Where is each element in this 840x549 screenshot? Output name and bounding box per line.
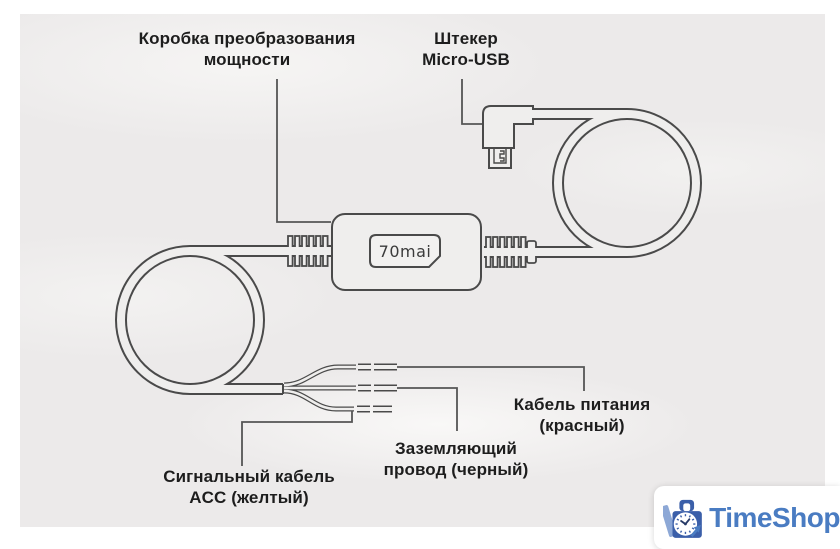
leader-power-box <box>276 79 331 223</box>
leader-lines <box>241 79 585 466</box>
power-box-label: Коробка преобразования мощности <box>138 29 356 69</box>
leader-acc-cable <box>241 411 353 466</box>
clock-ticks <box>675 513 696 534</box>
cable-fills <box>117 110 700 393</box>
micro-usb-tip-detail <box>493 148 507 164</box>
brand-plate <box>369 234 441 268</box>
micro-usb-plug-body <box>482 105 534 149</box>
shopping-bag-clock-icon <box>663 499 702 538</box>
micro-usb-plug <box>482 105 534 169</box>
power-cable-label: Кабель питания (красный) <box>513 395 651 435</box>
output-wires <box>283 363 397 413</box>
leader-micro-usb <box>461 79 482 125</box>
clock-center-dot <box>684 522 687 525</box>
timeshop-watermark-card: TimeShop <box>654 486 840 549</box>
arrow-accent <box>690 524 701 537</box>
bag-handle-hole <box>683 502 691 511</box>
power-conversion-box: 70mai <box>331 213 482 291</box>
timeshop-brand-text: TimeShop <box>709 501 840 533</box>
leader-ground-wire <box>397 387 458 431</box>
micro-usb-label: Штекер Micro-USB <box>422 29 510 69</box>
leader-power-cable <box>397 366 585 391</box>
ground-wire-label: Заземляющий провод (черный) <box>383 439 529 479</box>
acc-cable-label: Сигнальный кабель ACC (желтый) <box>163 467 335 507</box>
brand-logo-text: 70mai <box>379 242 432 261</box>
